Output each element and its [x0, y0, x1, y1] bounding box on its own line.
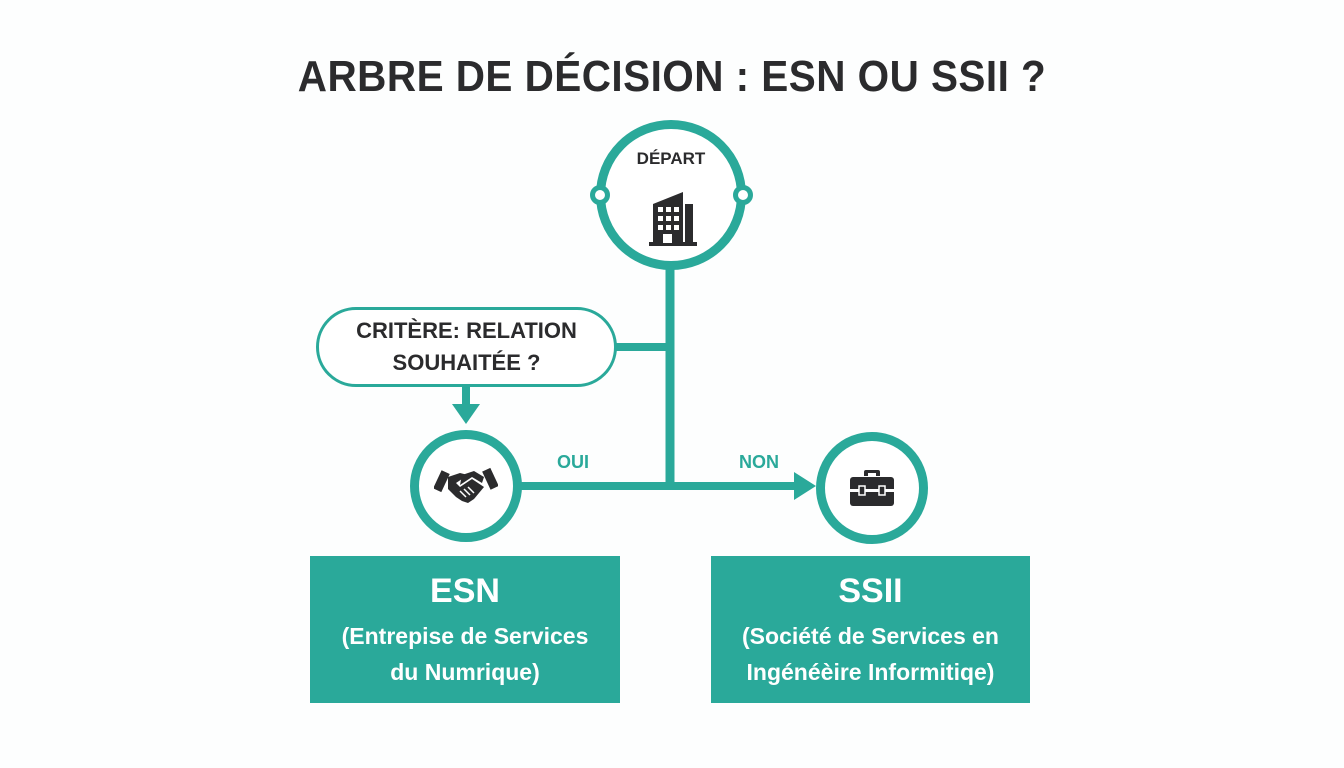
esn-title: ESN	[430, 572, 500, 610]
criterion-line-2: SOUHAITÉE ?	[392, 350, 541, 375]
start-label: DÉPART	[636, 149, 706, 168]
yes-branch-label: OUI	[557, 452, 590, 472]
ssii-description-line-1: (Société de Services en	[742, 623, 999, 649]
no-branch-label: NON	[739, 452, 779, 472]
esn-description-line-1: (Entrepise de Services	[341, 623, 589, 649]
briefcase-icon	[850, 470, 894, 506]
ssii-description-line-2: Ingénéèire Informitiqe)	[746, 659, 995, 685]
ssii-node	[816, 432, 928, 544]
handshake-icon	[434, 467, 498, 503]
criterion-line-1: CRITÈRE: RELATION	[356, 318, 577, 343]
ssii-description: (Société de Services en Ingénéèire Infor…	[711, 618, 1030, 690]
ssii-title: SSII	[838, 572, 903, 610]
criterion-box: CRITÈRE: RELATION SOUHAITÉE ?	[316, 307, 617, 387]
esn-description-line-2: du Numrique)	[390, 659, 540, 685]
building-icon	[649, 192, 697, 246]
esn-result-box: ESN (Entrepise de Services du Numrique)	[310, 556, 620, 703]
start-node: DÉPART	[596, 120, 746, 270]
diagram-title: ARBRE DE DÉCISION : ESN OU SSII ?	[297, 52, 1047, 101]
start-node-left-connector	[590, 185, 610, 205]
esn-node	[410, 430, 522, 542]
start-node-right-connector	[733, 185, 753, 205]
ssii-result-box: SSII (Société de Services en Ingénéèire …	[711, 556, 1030, 703]
esn-description: (Entrepise de Services du Numrique)	[310, 618, 620, 690]
